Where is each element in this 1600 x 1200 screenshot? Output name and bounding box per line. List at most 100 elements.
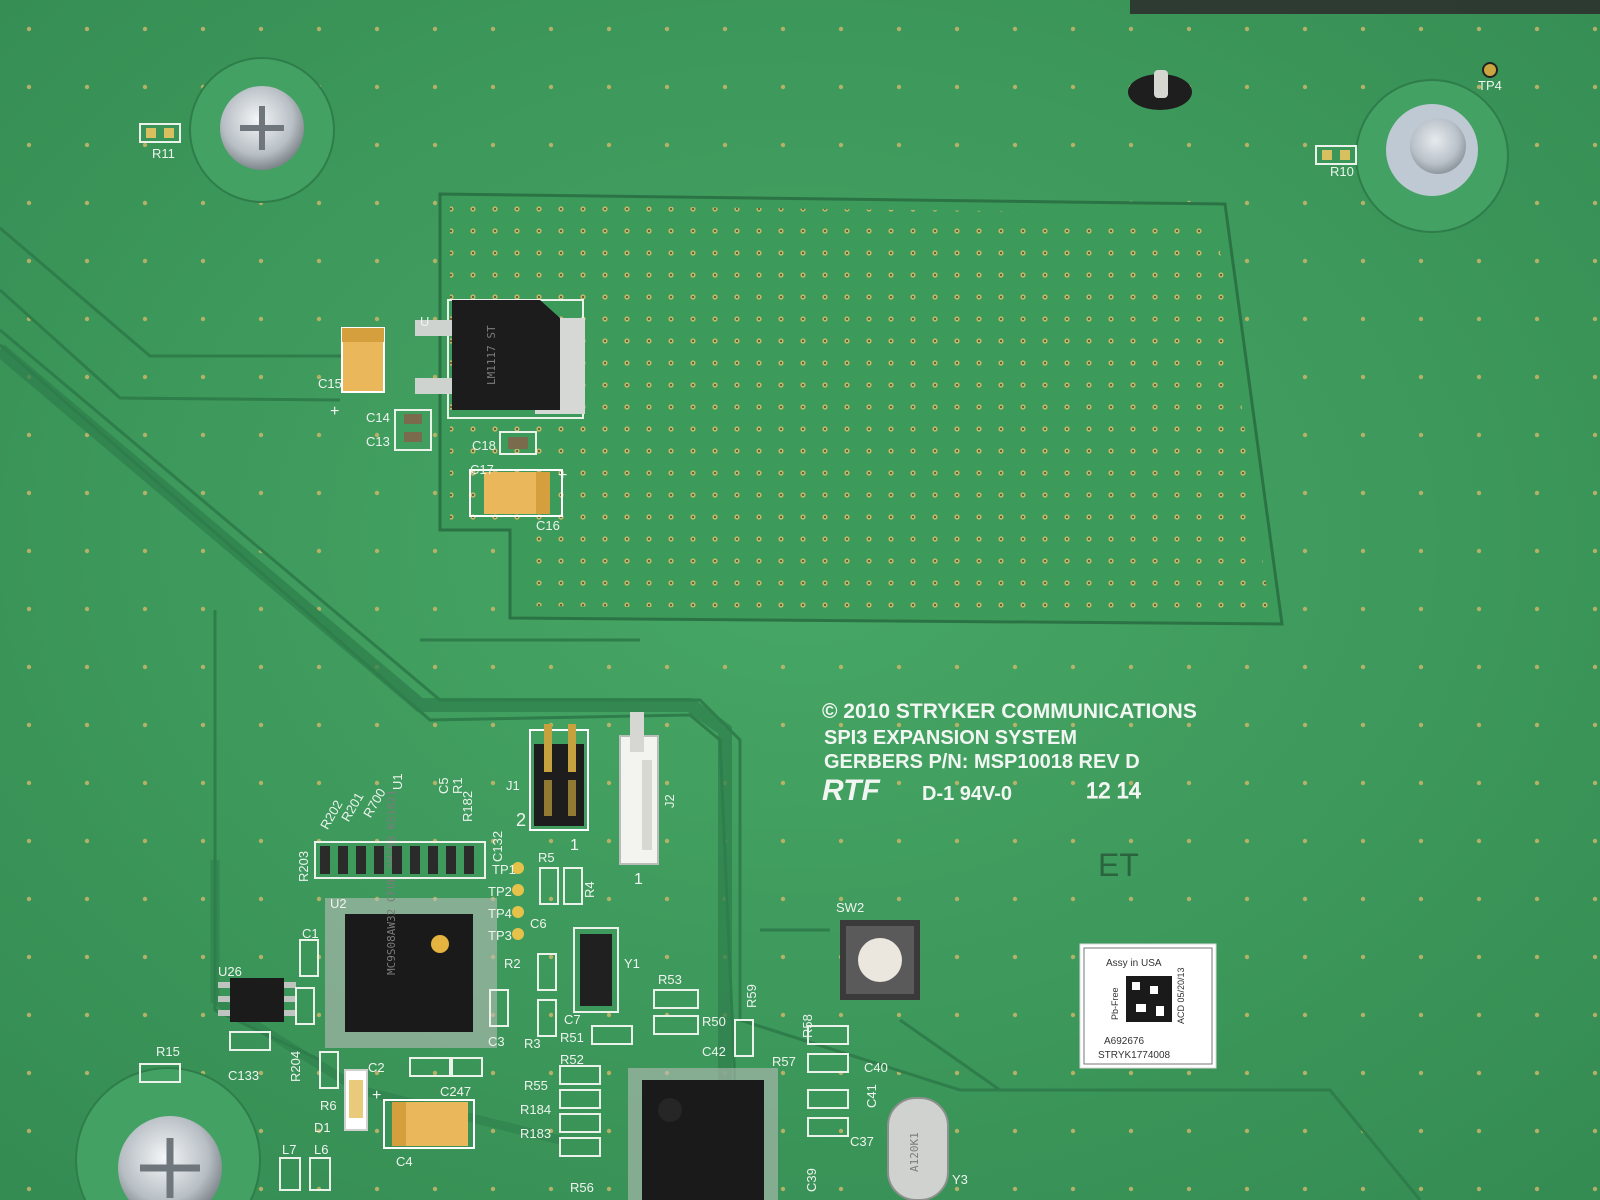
polarity-mark: + (372, 1087, 381, 1104)
crystal-y1 (573, 927, 619, 1013)
designator: R55 (524, 1078, 548, 1093)
resistor-array (320, 846, 474, 874)
designator: R4 (582, 881, 597, 898)
designator: J2 (662, 794, 677, 808)
designator: C37 (850, 1134, 874, 1149)
designator: R56 (570, 1180, 594, 1195)
designator: C16 (536, 518, 560, 533)
designator: L6 (314, 1142, 328, 1157)
designator: D1 (314, 1120, 331, 1135)
designator: R52 (560, 1052, 584, 1067)
designator: C42 (702, 1044, 726, 1059)
resistor-r10 (1315, 145, 1357, 165)
designator: R204 (288, 1051, 303, 1082)
resistor-row (314, 841, 486, 879)
designator: C5 (436, 777, 451, 794)
designator: C6 (530, 916, 547, 931)
sticker-side-left: Pb-Free (1110, 987, 1120, 1020)
designator: C247 (440, 1084, 471, 1099)
designator: J1 (506, 778, 520, 793)
designator: R15 (156, 1044, 180, 1059)
designator: C7 (564, 1012, 581, 1027)
test-points (512, 862, 524, 940)
designator: R10 (1330, 164, 1354, 179)
silk-copyright: © 2010 STRYKER COMMUNICATIONS (822, 700, 1197, 723)
silk-date-code: 12 14 (1086, 778, 1141, 803)
designator: R5 (538, 850, 555, 865)
designator: Y3 (952, 1172, 968, 1187)
voltage-regulator: LM1117 ST (415, 299, 585, 419)
designator: C133 (228, 1068, 259, 1083)
designator: C14 (366, 410, 390, 425)
header-j1 (529, 724, 589, 831)
designator: R183 (520, 1126, 551, 1141)
mcu-u2: MC9S08AW32 CFUE 5M78B KS1021 (325, 790, 497, 1048)
designator: C4 (396, 1154, 413, 1169)
designator: SW2 (836, 900, 864, 915)
silkscreen-block: © 2010 STRYKER COMMUNICATIONS SPI3 EXPAN… (822, 700, 1197, 883)
silk-stamp: ET (1098, 847, 1139, 883)
test-pad-top-right (1482, 62, 1498, 78)
standoff-top (1128, 70, 1192, 110)
assembly-sticker: Assy in USA Pb-Free ACD 05/20/13 A692676… (1079, 943, 1217, 1069)
crystal-y3-marking: A120K1 (908, 1132, 921, 1172)
designator: U (420, 314, 429, 329)
tact-switch-sw2 (840, 920, 920, 1000)
designator: R57 (772, 1054, 796, 1069)
designator: R51 (560, 1030, 584, 1045)
smd-passives (139, 867, 849, 1191)
mounting-screw-top-left (189, 57, 335, 203)
qfp-chip-bottom (628, 1068, 778, 1200)
silk-product: SPI3 EXPANSION SYSTEM (824, 727, 1077, 749)
pin-label: 2 (516, 810, 526, 830)
designator: TP3 (488, 928, 512, 943)
polarity-mark: + (558, 467, 567, 484)
designator: R59 (744, 984, 759, 1008)
sticker-line1: Assy in USA (1106, 958, 1162, 969)
resistor-r11 (139, 123, 181, 143)
silk-gerbers: GERBERS P/N: MSP10018 REV D (824, 751, 1140, 773)
designator: Y1 (624, 956, 640, 971)
designator: L7 (282, 1142, 296, 1157)
cap-c18 (499, 431, 537, 455)
designator: R53 (658, 972, 682, 987)
crystal-y3: A120K1 (887, 1097, 949, 1200)
designator: R184 (520, 1102, 551, 1117)
designator: R1 (450, 777, 465, 794)
designator: U26 (218, 964, 242, 979)
soic-u26 (218, 978, 296, 1022)
designator: R203 (296, 851, 311, 882)
designator: C132 (490, 831, 505, 862)
tantalum-cap-c16 (469, 469, 563, 517)
sticker-line3: STRYK1774008 (1098, 1050, 1171, 1061)
designator: C13 (366, 434, 390, 449)
designator: TP1 (492, 862, 516, 877)
designator: C15 (318, 376, 342, 391)
sticker-side-right: ACD 05/20/13 (1176, 967, 1186, 1024)
via-field (438, 192, 1284, 626)
designator: U1 (390, 773, 405, 790)
silk-rating: D-1 94V-0 (922, 783, 1012, 805)
designator: C17 (470, 462, 494, 477)
designator-labels: R11 R10 TP4 U C15 C14 C13 C18 C17 C16 U1… (152, 78, 1502, 1195)
polarity-mark: + (330, 403, 339, 420)
designator: R58 (800, 1014, 815, 1038)
designator: U2 (330, 896, 347, 911)
mcu-marking: MC9S08AW32 CFUE 5M78B KS1021 (385, 790, 398, 975)
designator: C40 (864, 1060, 888, 1075)
mounting-screw-bottom-left (75, 1067, 261, 1200)
designator: R6 (320, 1098, 337, 1113)
wide-trace (0, 344, 732, 1200)
pin-label: 1 (570, 837, 579, 854)
designator: C41 (864, 1084, 879, 1108)
regulator-marking: LM1117 ST (485, 325, 498, 385)
silk-logo: RTF (822, 774, 880, 807)
designator: R2 (504, 956, 521, 971)
tantalum-cap-c4 (383, 1099, 475, 1149)
pin-labels: 2 1 1 + + + (330, 403, 643, 1104)
designator: R3 (524, 1036, 541, 1051)
pin-label: 1 (634, 871, 643, 888)
designator: TP2 (488, 884, 512, 899)
designator: C2 (368, 1060, 385, 1075)
